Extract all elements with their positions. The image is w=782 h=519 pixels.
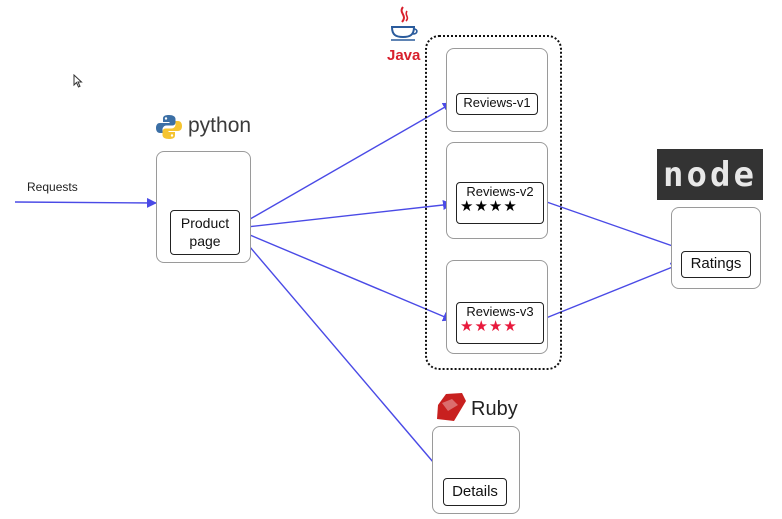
productpage-line2: page (189, 233, 221, 249)
reviews-v1-label: Reviews-v1 (463, 95, 531, 110)
reviews-v2-stars: ★★★★ (460, 198, 518, 215)
java-label: Java (387, 47, 421, 64)
arrow-reviews-v2-to-ratings (540, 199, 688, 253)
reviews-v2-service-box: Reviews-v2 ★★★★ (446, 142, 548, 239)
productpage-service-box: Product page (156, 151, 251, 263)
reviews-group-border (425, 35, 562, 370)
java-logo-icon (390, 6, 418, 41)
reviews-v2-label: Reviews-v2 (466, 184, 534, 199)
details-node[interactable]: Details (443, 478, 507, 506)
nodejs-label: node (663, 154, 757, 195)
nodejs-logo: node (657, 149, 763, 200)
mouse-cursor-icon (73, 74, 83, 88)
reviews-v3-service-box: Reviews-v3 ★★★★ (446, 260, 548, 354)
ratings-service-box: Ratings (671, 207, 761, 289)
arrow-productpage-to-reviews-v1 (237, 102, 453, 227)
ruby-label: Ruby (471, 398, 518, 420)
reviews-v3-label: Reviews-v3 (466, 304, 534, 319)
productpage-node[interactable]: Product page (170, 210, 240, 255)
arrow-requests-to-productpage (14, 197, 157, 208)
ratings-node[interactable]: Ratings (681, 251, 751, 278)
details-service-box: Details (432, 426, 520, 514)
arrow-productpage-to-reviews-v2 (237, 200, 453, 229)
productpage-line1: Product (180, 215, 230, 231)
python-label: python (188, 114, 252, 137)
details-label: Details (452, 483, 498, 500)
reviews-v2-node[interactable]: Reviews-v2 ★★★★ (456, 182, 544, 224)
reviews-v3-stars: ★★★★ (460, 318, 518, 335)
ratings-label: Ratings (690, 255, 742, 272)
reviews-v1-node[interactable]: Reviews-v1 (456, 93, 538, 115)
arrow-productpage-to-reviews-v3 (237, 229, 453, 322)
reviews-v1-service-box: Reviews-v1 (446, 48, 548, 132)
requests-label: Requests (27, 180, 78, 194)
reviews-v3-node[interactable]: Reviews-v3 ★★★★ (456, 302, 544, 344)
arrow-productpage-to-details (237, 232, 446, 477)
ruby-logo-icon (437, 393, 466, 421)
python-logo-icon (156, 115, 182, 139)
